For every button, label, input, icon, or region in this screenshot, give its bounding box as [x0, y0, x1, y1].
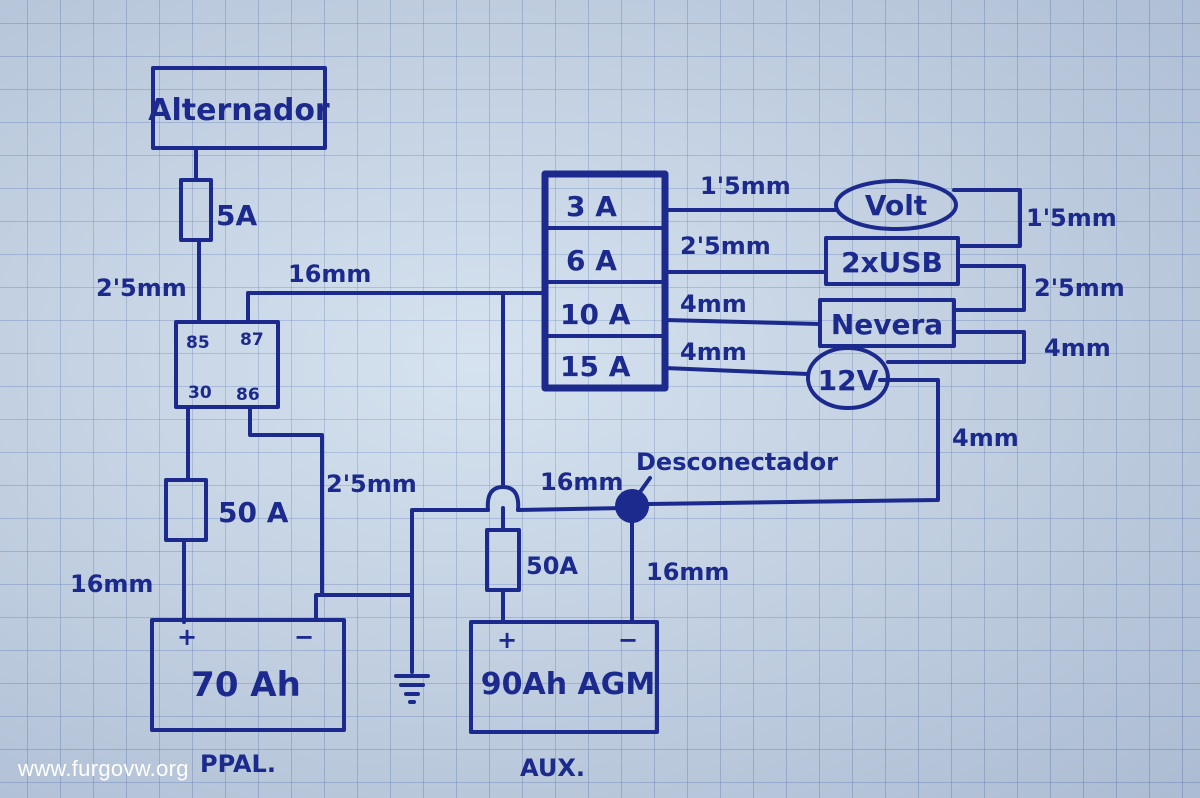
load-nevera-label: Nevera	[831, 308, 943, 341]
alternator-label: Alternador	[148, 93, 330, 128]
battery-aux-box	[469, 620, 659, 734]
load-12v-label: 12V	[818, 364, 879, 397]
ground-icon	[394, 674, 430, 704]
fuse-box-slot-6a: 6 A	[566, 244, 617, 277]
wire-label-15a: 4mm	[680, 338, 747, 366]
wire-relay-to-fusebox	[246, 291, 547, 324]
wire-label-nevera-return: 4mm	[1044, 334, 1111, 362]
fuse-box-slot-3a: 3 A	[566, 190, 617, 223]
wire-label-3a: 1'5mm	[700, 172, 791, 200]
wire-nevera-return	[886, 330, 1026, 364]
alternator-box	[151, 66, 327, 150]
wire-label-disconnector-aux: 16mm	[646, 558, 729, 586]
wire-relay86-down	[248, 405, 324, 597]
disconnector-label: Desconectador	[636, 448, 838, 476]
load-volt-meter	[834, 179, 958, 231]
wire-label-relay86: 2'5mm	[326, 470, 417, 498]
relay-pin-85: 85	[186, 333, 210, 353]
battery-main-caption: PPAL.	[200, 750, 276, 778]
wire-15a-to-12v	[663, 366, 810, 376]
load-volt-label: Volt	[865, 189, 927, 222]
wire-volt-return	[952, 188, 1022, 248]
battery-main-label: 70 Ah	[191, 665, 301, 705]
wire-label-12v-return: 4mm	[952, 424, 1019, 452]
wire-usb-return	[952, 264, 1026, 312]
fuse-50a-main-symbol	[164, 478, 208, 542]
fuse-box-slot-15a: 15 A	[560, 350, 631, 383]
wire-crossover-hop	[485, 485, 521, 512]
fuse-5a-label: 5A	[216, 199, 257, 232]
relay-pin-87: 87	[240, 330, 264, 350]
wire-label-volt-return: 1'5mm	[1026, 204, 1117, 232]
relay-pin-30: 30	[188, 383, 212, 403]
battery-main-minus: −	[294, 623, 314, 651]
wire-12v-return-to-disconnector	[647, 378, 940, 506]
disconnector-pointer	[638, 476, 652, 494]
wire-label-bus-disconnector: 16mm	[540, 468, 623, 496]
wire-10a-to-nevera	[663, 318, 822, 326]
load-usb-box	[824, 236, 960, 286]
wire-ground-bus-up	[410, 508, 490, 597]
fuse-box-dividers	[543, 226, 667, 338]
wire-label-usb-return: 2'5mm	[1034, 274, 1125, 302]
wire-label-relay-fusebox: 16mm	[288, 260, 371, 288]
load-nevera-box	[818, 298, 956, 348]
fuse-box-slot-10a: 10 A	[560, 298, 631, 331]
wire-label-main-batt: 16mm	[70, 570, 153, 598]
battery-main-plus: +	[177, 623, 197, 651]
wire-label-alt-relay: 2'5mm	[96, 274, 187, 302]
fuse-5a-symbol	[179, 178, 213, 242]
battery-aux-caption: AUX.	[520, 754, 585, 782]
battery-aux-label: 90Ah AGM	[481, 667, 655, 702]
relay-box	[174, 320, 280, 409]
wire-bus-to-disconnector	[516, 506, 627, 512]
load-usb-label: 2xUSB	[841, 246, 943, 279]
battery-aux-plus: +	[497, 626, 517, 654]
battery-aux-minus: −	[618, 626, 638, 654]
battery-main-box	[150, 618, 346, 732]
fuse-50a-aux-label: 50A	[526, 552, 578, 580]
wire-label-10a: 4mm	[680, 290, 747, 318]
load-12v-socket	[806, 346, 890, 410]
fuse-50a-main-label: 50 A	[218, 496, 289, 529]
fuse-50a-aux-symbol	[485, 528, 521, 592]
relay-pin-86: 86	[236, 385, 260, 405]
wire-label-6a: 2'5mm	[680, 232, 771, 260]
watermark: www.furgovw.org	[18, 756, 189, 781]
wire-main-neg-to-ground	[314, 593, 414, 622]
